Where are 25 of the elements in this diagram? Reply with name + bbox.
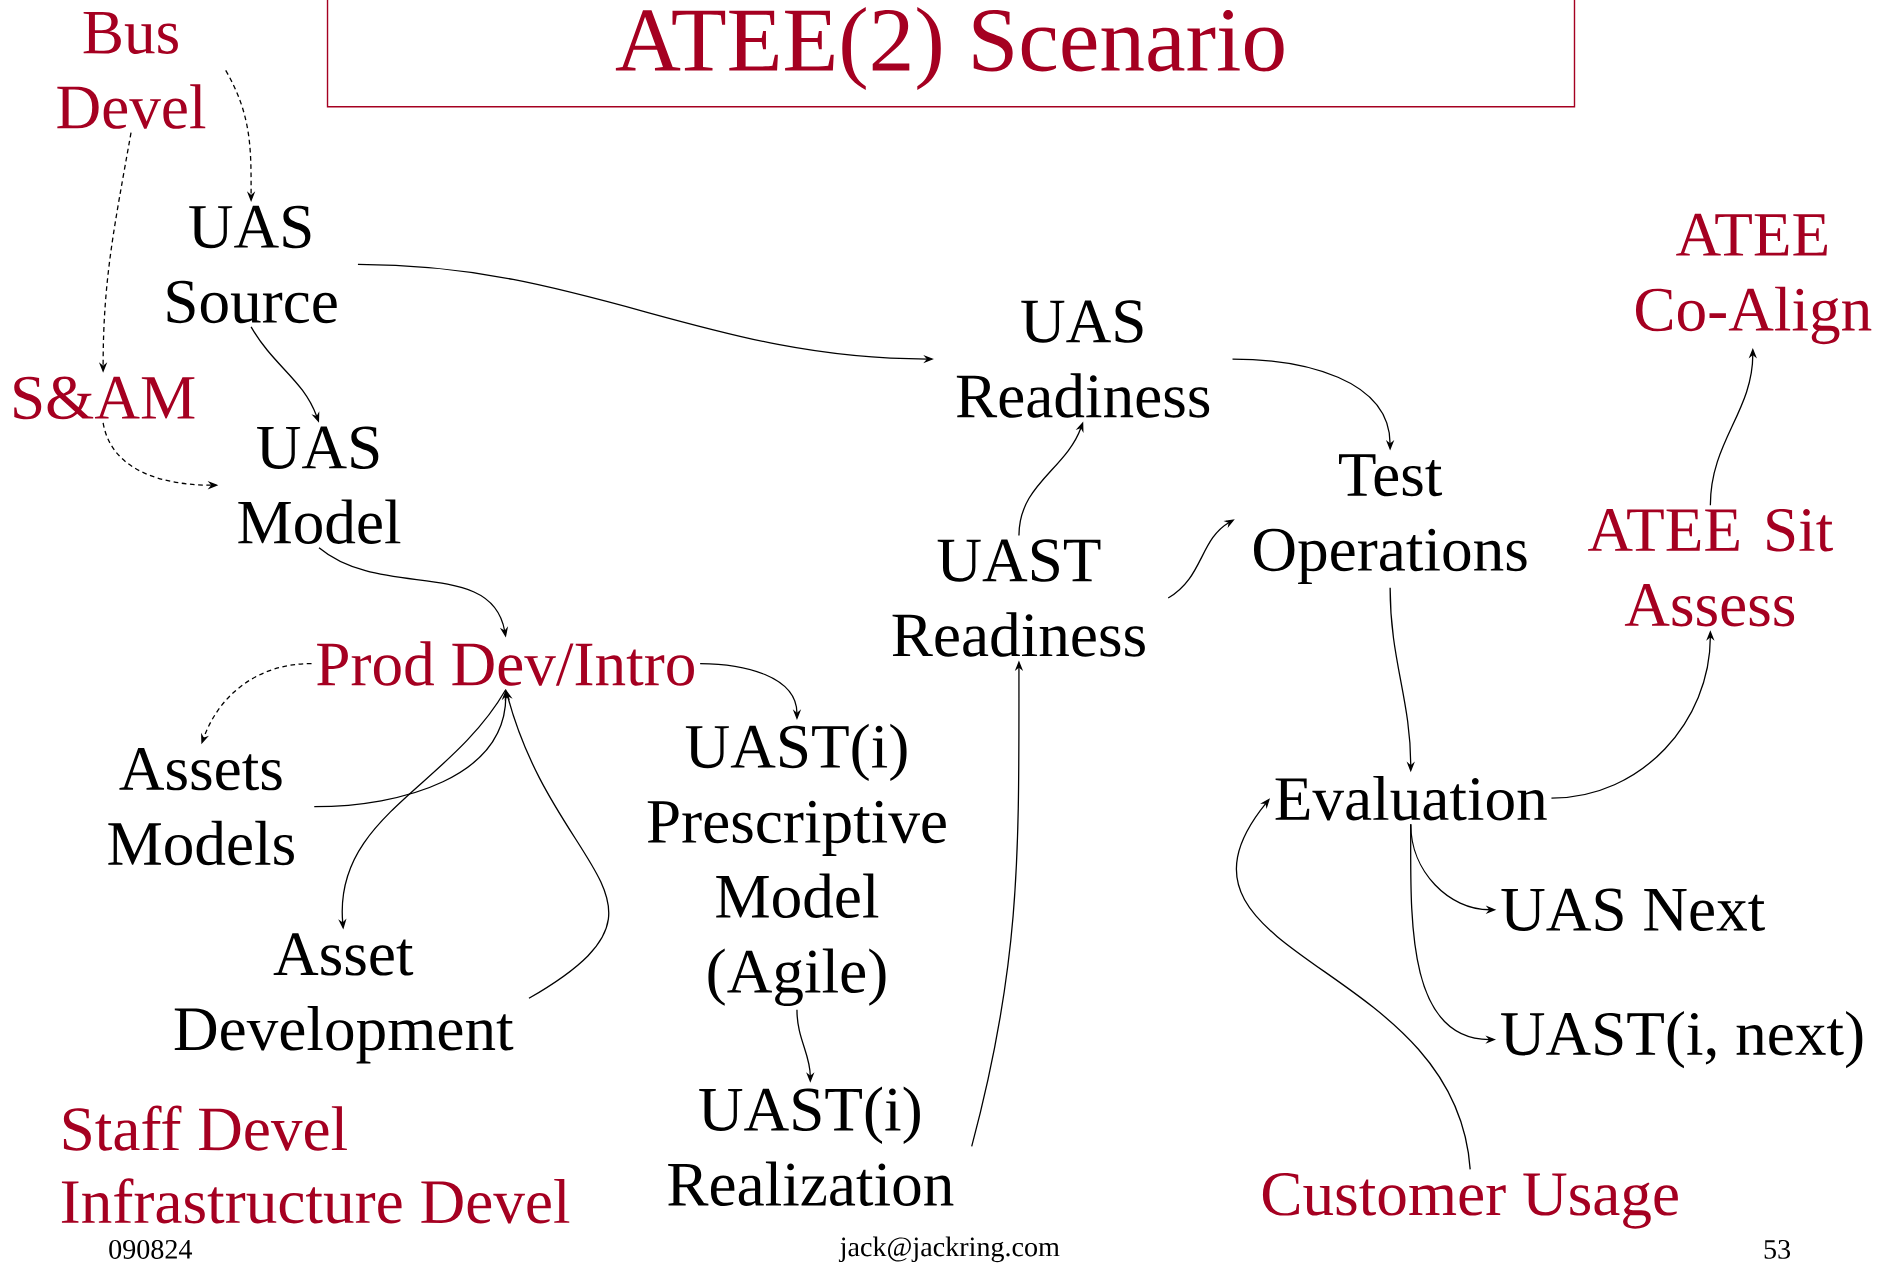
node-label: ATEE Co-Align: [1635, 213, 1872, 345]
node-label: Bus Devel: [57, 11, 206, 129]
node-label: UAST(i) Realization: [668, 1086, 954, 1206]
node-label: Test Operations: [1254, 454, 1527, 584]
title: ATEE(2) Scenario: [615, 7, 1284, 90]
node-label: UAST(i) Prescriptive Model (Agile): [647, 723, 946, 1006]
side-note: Infrastructure Devel: [61, 1178, 570, 1224]
node-label: UAS Next: [1501, 888, 1765, 931]
side-note: Staff Devel: [63, 1105, 347, 1151]
node-label: Asset Development: [174, 933, 514, 1064]
node-label: UAST Readiness: [892, 539, 1145, 657]
node-label: UAS Source: [167, 205, 337, 324]
footer-date: 090824: [109, 1239, 193, 1259]
node-label: Assets Models: [108, 747, 294, 866]
node-label: UAS Model: [238, 426, 401, 544]
node-label: S&AM: [14, 376, 195, 420]
node-label: UAS Readiness: [956, 300, 1210, 418]
node-label: UAST(i, next): [1501, 1010, 1863, 1069]
node-label: Prod Dev/Intro: [317, 641, 694, 686]
node-label: Evaluation: [1275, 775, 1547, 821]
node-label: ATEE Sit Assess: [1588, 508, 1833, 627]
arrow: [1235, 798, 1471, 1170]
node-label: Customer Usage: [1262, 1173, 1678, 1229]
page-number: 53: [1764, 1239, 1790, 1259]
footer-email: jack@jackring.com: [838, 1236, 1060, 1263]
